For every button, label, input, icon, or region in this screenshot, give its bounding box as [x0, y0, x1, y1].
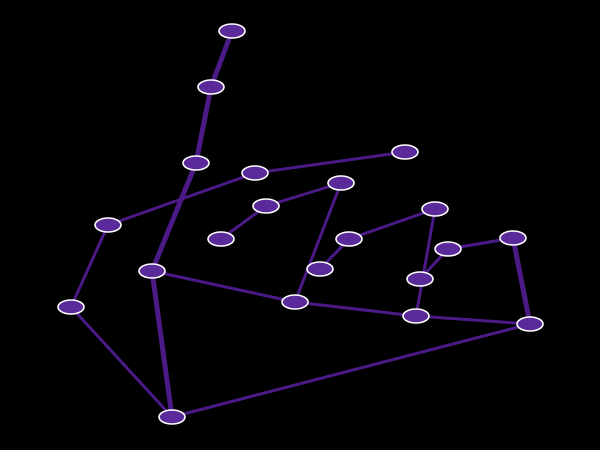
joint-thumb-ip [241, 165, 269, 181]
joint-index-mcp [138, 263, 166, 279]
joint-index-pip [182, 155, 210, 171]
joint-ring-tip [306, 261, 334, 277]
bone-index-3 [193, 84, 214, 166]
bone-palm-9-13 [293, 300, 418, 318]
joint-middle-dip [252, 198, 280, 214]
bone-middle-3 [264, 181, 343, 208]
bone-index-2 [149, 160, 199, 274]
bone-index-4 [208, 28, 235, 90]
bone-thumb-1 [69, 305, 174, 419]
joint-thumb-mcp [94, 217, 122, 233]
bone-middle-2 [293, 181, 343, 304]
bone-palm-0-17 [170, 322, 532, 419]
joint-pinky-dip [434, 241, 462, 257]
bone-index-1 [149, 268, 175, 420]
joint-wrist [158, 409, 186, 425]
joint-middle-tip [207, 231, 235, 247]
joint-middle-pip [327, 175, 355, 191]
joint-pinky-pip [499, 230, 527, 246]
joint-pinky-tip [406, 271, 434, 287]
joint-thumb-cmc [57, 299, 85, 315]
bones-layer [69, 28, 533, 420]
bone-ring-2 [414, 207, 437, 318]
bone-palm-13-17 [414, 314, 532, 326]
bone-pinky-2 [510, 235, 533, 327]
joint-thumb-tip [391, 144, 419, 160]
joint-ring-pip [421, 201, 449, 217]
joint-pinky-mcp [516, 316, 544, 332]
joint-ring-mcp [402, 308, 430, 324]
bone-thumb-4 [253, 150, 407, 175]
joint-middle-mcp [281, 294, 309, 310]
joints-layer [57, 23, 544, 425]
bone-ring-3 [347, 207, 437, 241]
bone-thumb-2 [69, 223, 110, 309]
joint-index-dip [197, 79, 225, 95]
joint-ring-dip [335, 231, 363, 247]
joint-index-tip [218, 23, 246, 39]
bone-palm-5-9 [150, 269, 297, 304]
